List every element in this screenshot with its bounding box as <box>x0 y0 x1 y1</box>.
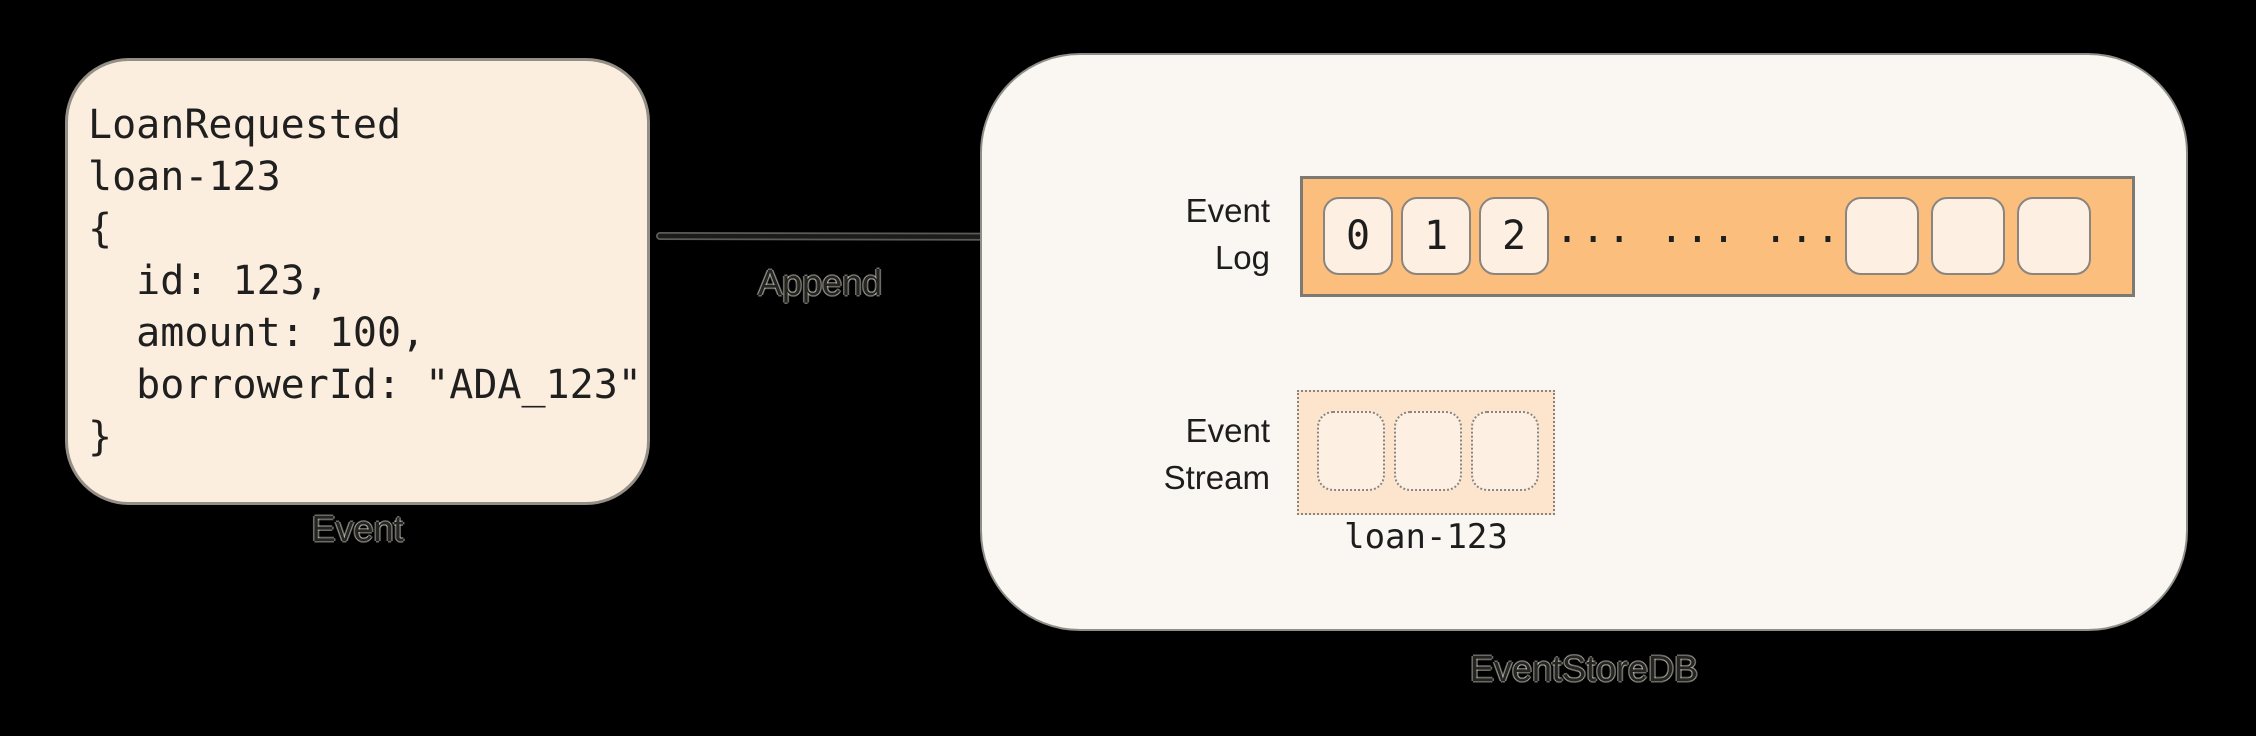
eventstoredb-caption: EventStoreDB <box>1469 648 1699 689</box>
event-stream-box <box>1297 390 1555 515</box>
log-empty-cell <box>1845 197 1919 275</box>
eventstoredb-box: Event Log 0 1 2 ... ... ... Event Stream… <box>980 53 2188 631</box>
event-stream-label: Event Stream <box>1163 412 1270 496</box>
log-cell-0: 0 <box>1323 197 1393 275</box>
log-empty-cell <box>1931 197 2005 275</box>
stream-empty-cell <box>1317 411 1385 491</box>
append-arrow-label: Append <box>757 262 883 303</box>
log-cell-1: 1 <box>1401 197 1471 275</box>
log-empty-cell <box>2017 197 2091 275</box>
log-ellipsis: ... ... ... <box>1555 206 1842 252</box>
event-code-block: LoanRequested loan-123 { id: 123, amount… <box>88 102 642 460</box>
log-cell-2: 2 <box>1479 197 1549 275</box>
stream-id-label: loan-123 <box>1344 517 1508 557</box>
stream-empty-cell <box>1394 411 1462 491</box>
event-card-caption: Event <box>311 508 404 549</box>
event-log-bar: 0 1 2 ... ... ... <box>1300 176 2135 297</box>
event-card: LoanRequested loan-123 { id: 123, amount… <box>65 58 650 505</box>
stream-empty-cell <box>1471 411 1539 491</box>
event-log-label: Event Log <box>1185 192 1270 276</box>
